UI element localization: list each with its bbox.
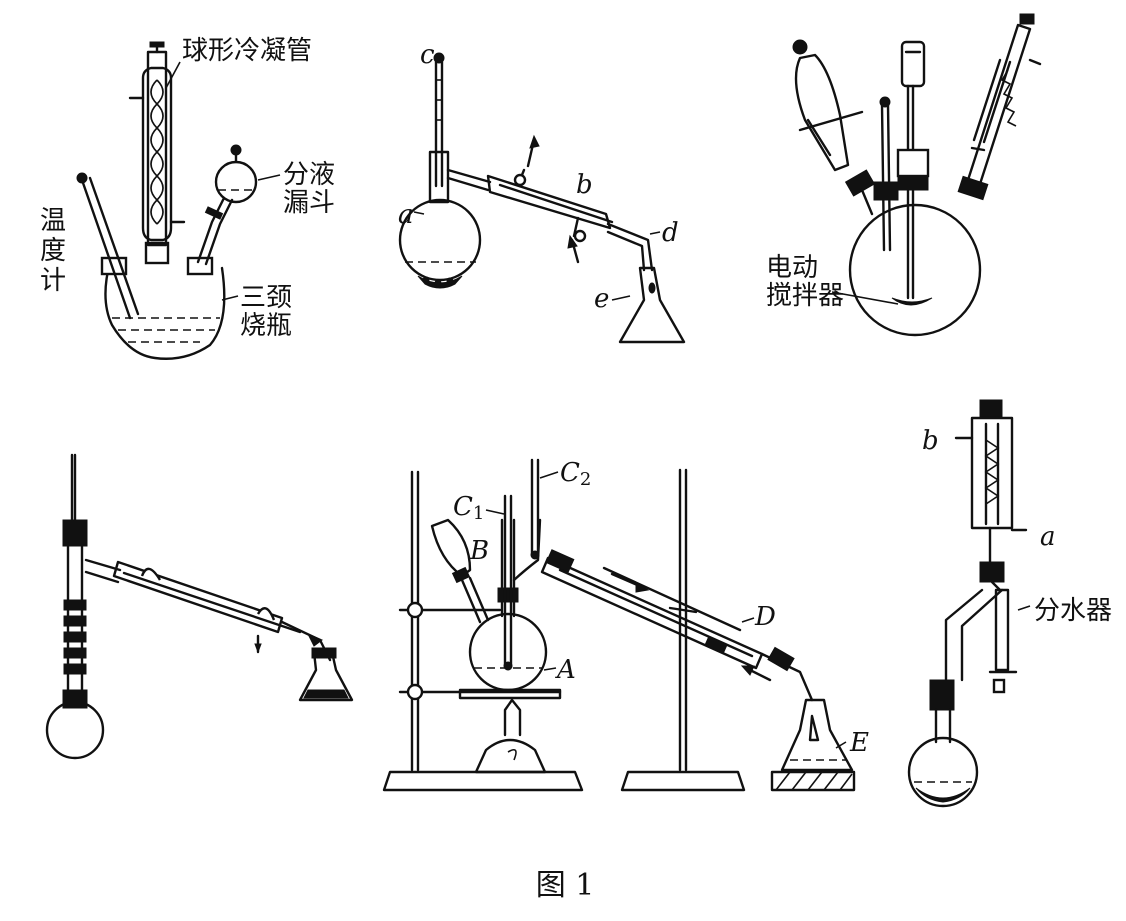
- flask-A: [468, 612, 548, 692]
- figure-caption: 图 1: [535, 868, 595, 903]
- label-b: b: [576, 170, 593, 200]
- label-thermometer-line3: 计: [40, 266, 67, 296]
- label-separator-b: b: [922, 426, 939, 456]
- label-three-neck-flask-line1: 三颈: [240, 283, 293, 313]
- three-neck-flask: [104, 260, 226, 360]
- receiver-E: [780, 698, 854, 772]
- label-E: E: [850, 728, 869, 758]
- label-water-separator: 分水器: [1034, 596, 1113, 626]
- label-ball-condenser: 球形冷凝管: [182, 36, 313, 66]
- label-thermometer-line1: 温: [40, 206, 67, 236]
- label-stirrer-line1: 电动: [766, 253, 819, 283]
- label-C1: C1: [453, 492, 484, 529]
- ball-condenser: [128, 41, 186, 247]
- stirred-flask-apparatus: [792, 13, 1042, 337]
- label-C2-subscript: 2: [579, 469, 592, 490]
- erlenmeyer-flask: [618, 266, 686, 344]
- labelled-distillation-apparatus: [382, 458, 856, 792]
- fraction-condenser: [112, 560, 284, 634]
- label-C1-subscript: 1: [472, 503, 485, 524]
- label-a: a: [398, 200, 414, 230]
- label-stirrer-line2: 搅拌器: [766, 281, 845, 311]
- label-C2: C2: [560, 458, 591, 495]
- flask-pointer: [221, 295, 239, 301]
- distilling-flask: [398, 198, 482, 282]
- label-thermometer-line2: 度: [40, 236, 67, 266]
- label-B: B: [470, 536, 490, 566]
- label-three-neck-flask-line2: 烧瓶: [240, 311, 293, 341]
- round-bottom-flask: [848, 203, 982, 337]
- thermometer: [76, 172, 140, 320]
- separatory-funnel: [196, 144, 281, 266]
- water-separator-apparatus: [907, 399, 1031, 808]
- label-e: e: [594, 284, 610, 314]
- separator-flask: [907, 736, 979, 808]
- label-funnel-line2: 漏斗: [283, 188, 336, 218]
- fraction-flask: [45, 700, 105, 760]
- label-funnel-line1: 分液: [283, 160, 336, 190]
- label-D: D: [755, 602, 776, 632]
- label-A: A: [557, 655, 576, 685]
- fractional-distillation-apparatus: [45, 453, 354, 760]
- liebig-condenser: [486, 174, 612, 230]
- label-d: d: [662, 218, 679, 248]
- label-separator-a: a: [1040, 522, 1056, 552]
- distillation-apparatus: [398, 52, 686, 344]
- label-C1-letter: C: [453, 492, 473, 522]
- label-c: c: [420, 40, 435, 70]
- label-C2-letter: C: [560, 458, 580, 488]
- condenser-D: [540, 556, 764, 670]
- reflux-apparatus: [76, 41, 281, 360]
